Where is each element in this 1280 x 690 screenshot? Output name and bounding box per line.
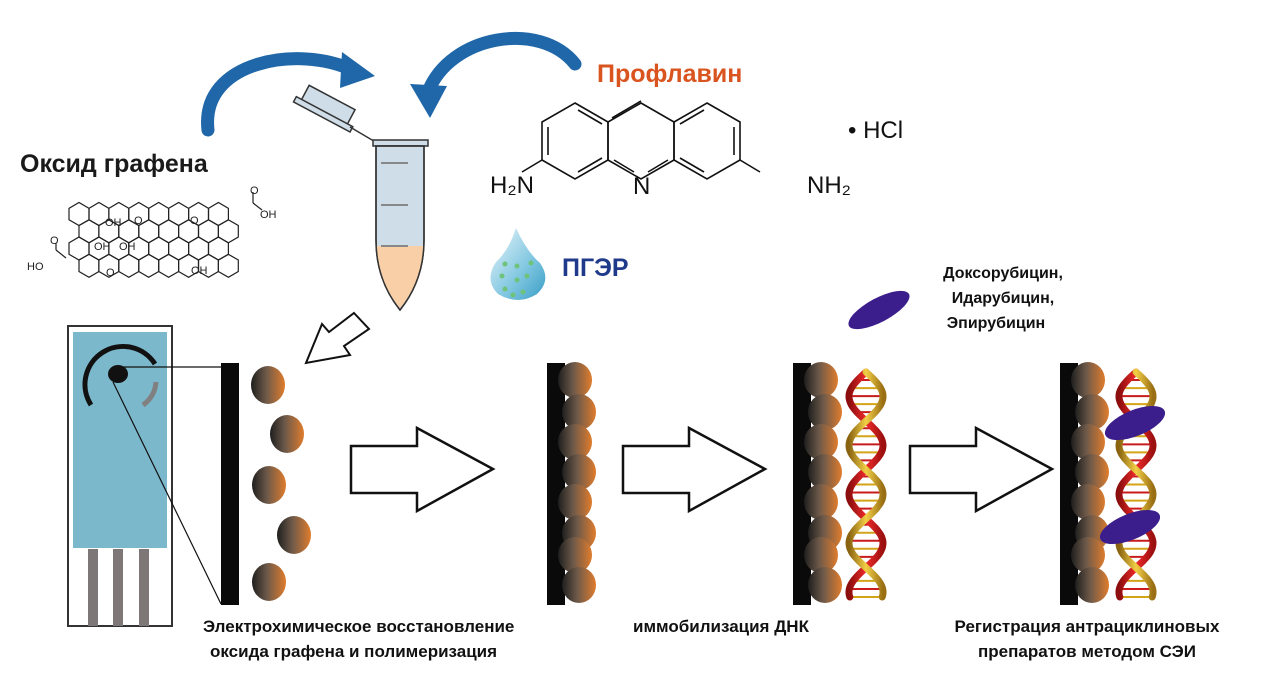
nanoparticle-sphere <box>808 394 842 430</box>
proflavine-title: Профлавин <box>597 60 742 88</box>
electrode-stage2 <box>547 362 596 605</box>
step-1-caption-line1: Электрохимическое восстановление <box>203 617 514 636</box>
nanoparticle-sphere <box>1071 537 1105 573</box>
drug-legend-ellipse-icon <box>848 290 910 330</box>
go-o-label: O <box>134 215 143 227</box>
screen-printed-electrode-icon <box>67 325 222 627</box>
hexagon-ring <box>78 253 100 278</box>
electrode-plate <box>547 363 565 605</box>
electrode-stage3 <box>793 362 842 605</box>
dna-helix-stage4-icon <box>1115 368 1157 601</box>
go-o-label: O <box>50 235 59 247</box>
go-oh-label: OH <box>119 241 136 253</box>
nanoparticle-sphere <box>808 567 842 603</box>
go-o-label: O <box>190 215 199 227</box>
water-drop-icon <box>490 228 546 300</box>
step-2-caption: иммобилизация ДНК <box>633 617 810 636</box>
carboxyl-bond <box>55 249 67 259</box>
spheres-stage1 <box>251 366 311 601</box>
nanoparticle-sphere <box>804 362 838 398</box>
dna-strand-gold <box>845 368 887 601</box>
go-o-label: O <box>250 185 259 197</box>
nanoparticle-sphere <box>804 537 838 573</box>
drug-name-epirubicin: Эпирубицин <box>947 315 1045 332</box>
proflavine-salt: • HCl <box>848 117 903 144</box>
electrode-plate-stage1 <box>221 363 239 605</box>
nanoparticle-sphere <box>804 484 838 520</box>
step-1-caption-line2: оксида графена и полимеризация <box>210 642 497 661</box>
nanoparticle-sphere <box>808 454 842 490</box>
go-o-label: O <box>106 267 115 279</box>
hexagon-ring <box>138 253 160 278</box>
graphene-oxide-structure-icon <box>55 192 263 278</box>
carboxyl-bond <box>252 202 263 211</box>
nanoparticle-sphere <box>1075 454 1109 490</box>
drug-name-idarubicin: Идарубицин, <box>952 290 1055 307</box>
dna-strand-red <box>1115 368 1157 601</box>
step-3-caption-line2: препаратов методом СЭИ <box>978 642 1196 661</box>
step-3-caption-line1: Регистрация антрациклиновых <box>955 617 1220 636</box>
nanoparticle-sphere <box>558 537 592 573</box>
hexagon-ring <box>158 253 180 278</box>
go-ho-label: HO <box>27 261 44 273</box>
nanoparticle-sphere <box>1075 394 1109 430</box>
nanoparticle-sphere <box>558 484 592 520</box>
eppendorf-tube-icon <box>292 84 429 312</box>
nanoparticle-sphere <box>1071 362 1105 398</box>
nanoparticle-sphere <box>558 362 592 398</box>
drug-name-doxorubicin: Доксорубицин, <box>943 265 1063 282</box>
dna-strand-red <box>845 368 887 601</box>
curved-arrow-right-icon <box>410 31 582 118</box>
hexagon-ring <box>118 253 140 278</box>
nanoparticle-sphere <box>562 394 596 430</box>
nanoparticle-sphere <box>562 454 596 490</box>
pger-label: ПГЭР <box>562 254 629 282</box>
nanoparticle-sphere <box>558 424 592 460</box>
dna-helix-stage3-icon <box>845 368 887 601</box>
nanoparticle-sphere <box>1075 567 1109 603</box>
electrode-plate <box>793 363 811 605</box>
proflavine-left-amine: H₂N <box>490 172 534 199</box>
nanoparticle-sphere <box>562 567 596 603</box>
hexagon-ring <box>217 253 239 278</box>
graphene-oxide-title: Оксид графена <box>20 150 209 178</box>
curved-arrow-left-icon <box>201 52 375 137</box>
go-oh-label: OH <box>94 241 111 253</box>
nanoparticle-sphere <box>804 424 838 460</box>
drug-molecule-icon <box>1104 406 1166 440</box>
proflavine-ring-nitrogen: N <box>633 173 650 200</box>
diagonal-arrow-icon <box>304 311 371 365</box>
proflavine-structure-icon <box>521 100 761 180</box>
go-oh-label: OH <box>105 217 122 229</box>
go-oh-label: OH <box>191 265 208 277</box>
nanoparticle-sphere <box>1071 424 1105 460</box>
process-arrow-3-icon <box>908 425 1055 514</box>
go-oh-label: OH <box>260 209 277 221</box>
process-arrow-1-icon <box>349 425 496 514</box>
nanoparticle-sphere <box>1071 484 1105 520</box>
electrode-stage4 <box>1060 362 1109 605</box>
proflavine-right-amine: NH₂ <box>807 172 851 199</box>
electrode-plate <box>1060 363 1078 605</box>
graphene-oxide-labels: OH OH OH OH OH O O O O O HO <box>27 185 277 279</box>
process-arrow-2-icon <box>621 425 768 514</box>
drug-molecule-icon <box>1099 510 1161 544</box>
